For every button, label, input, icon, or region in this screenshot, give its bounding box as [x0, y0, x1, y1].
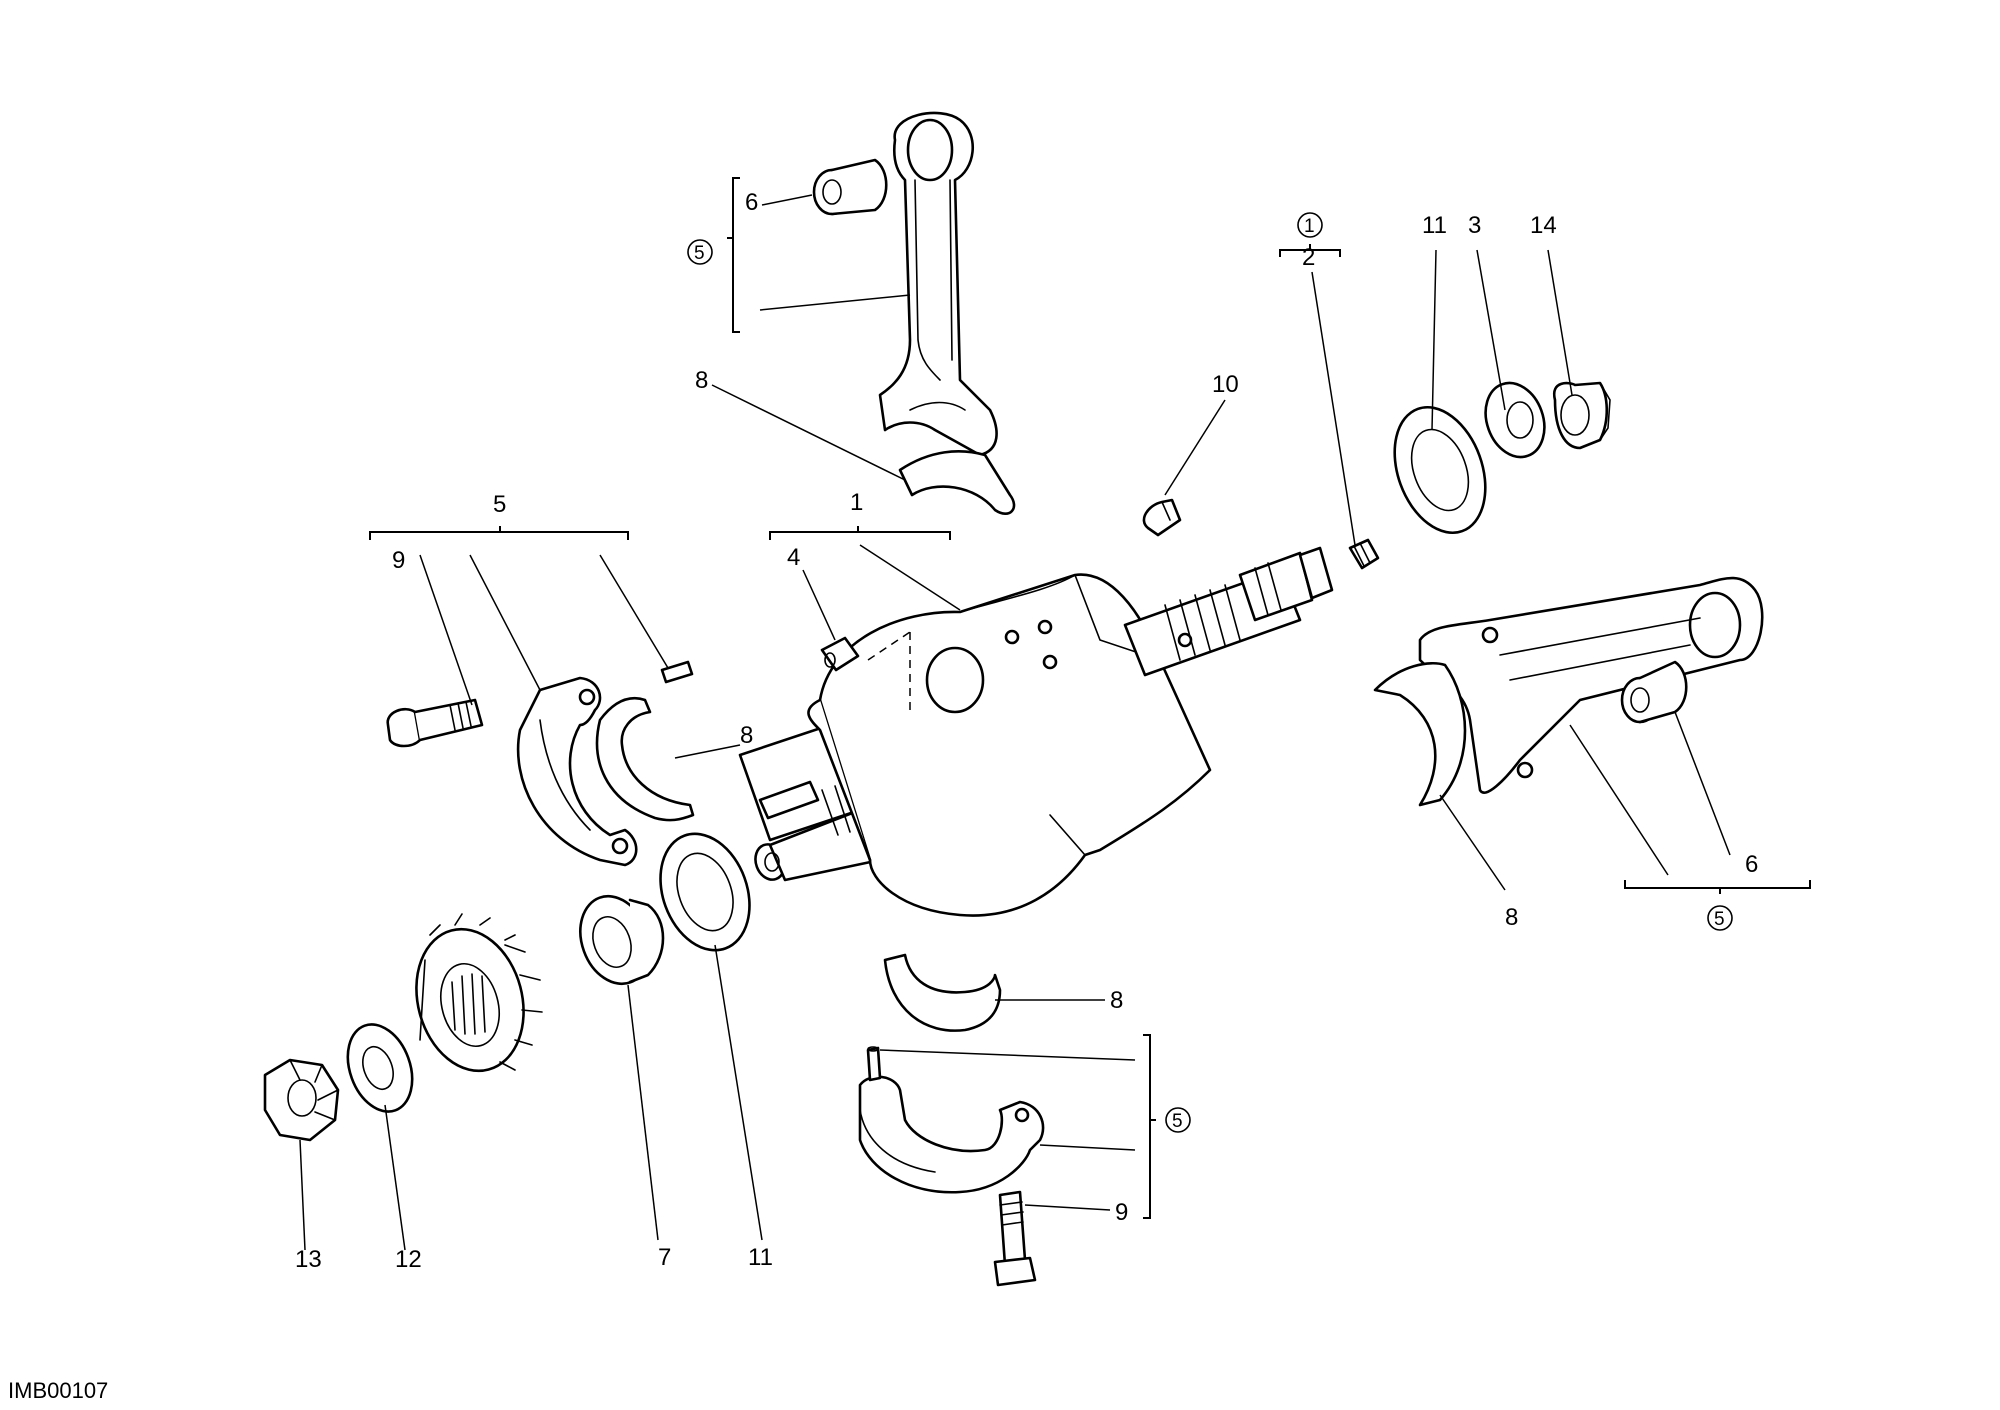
callout-11-bottom: 11 [748, 1244, 773, 1271]
crankshaft [738, 546, 1334, 917]
callout-2: 2 [1302, 244, 1315, 271]
thrust-washer-11-lower [659, 832, 751, 952]
kit-symbol-5-bottom: 5 [1165, 1107, 1191, 1133]
connecting-rod-right [1418, 576, 1764, 794]
kit-symbols: 1 5 5 5 [687, 212, 1733, 1133]
callout-labels: 1 4 2 11 3 14 10 8 6 5 9 8 13 12 7 11 8 … [295, 189, 1758, 1273]
callout-8-left: 8 [740, 722, 753, 749]
small-end-bushing-top [812, 158, 888, 216]
callout-3: 3 [1468, 212, 1481, 239]
kit-symbol-5-top: 5 [687, 239, 713, 265]
bearing-shell-8-top [898, 450, 1016, 515]
callout-8-top: 8 [695, 367, 708, 394]
svg-text:5: 5 [1172, 1111, 1183, 1132]
connecting-rod-cap-left [516, 676, 638, 867]
drawing-code: IMB00107 [8, 1378, 108, 1403]
connecting-rod-cap-bottom [858, 1075, 1045, 1194]
bearing-shell-8-bottom [883, 953, 1002, 1032]
callout-8-bottom: 8 [1110, 987, 1123, 1014]
callout-6-top: 6 [745, 189, 758, 216]
callout-10: 10 [1212, 371, 1239, 398]
group-braces [369, 177, 1811, 1219]
callout-8-right: 8 [1505, 904, 1518, 931]
svg-text:5: 5 [1714, 909, 1725, 930]
callout-1: 1 [850, 489, 863, 516]
callout-6-right: 6 [1745, 851, 1758, 878]
dowel-pin-bottom [866, 1046, 882, 1082]
plug-screw-4 [820, 636, 860, 672]
nut-14 [1552, 381, 1611, 450]
woodruff-key [1142, 498, 1182, 537]
bearing-shell-8-right [1373, 661, 1467, 807]
timing-gear [415, 913, 543, 1073]
kit-symbol-1: 1 [1297, 212, 1323, 238]
callout-12: 12 [395, 1246, 422, 1273]
callout-5-left: 5 [493, 491, 506, 518]
leader-lines [299, 194, 1731, 1251]
thrust-washer-11-upper [1393, 405, 1487, 535]
callout-11-top: 11 [1422, 212, 1447, 239]
spacer-washer-3 [1484, 381, 1546, 459]
lock-washer-12 [346, 1023, 414, 1113]
callout-4: 4 [787, 544, 800, 571]
bearing-shell-8-left [595, 696, 695, 822]
callout-9-left: 9 [392, 547, 405, 574]
plug-screw-2 [1348, 538, 1380, 570]
kit-symbol-5-right: 5 [1707, 905, 1733, 931]
callout-9-bottom: 9 [1115, 1199, 1128, 1226]
callout-13: 13 [295, 1246, 322, 1273]
nut-13 [263, 1058, 340, 1142]
bolt-9-bottom [993, 1190, 1037, 1287]
connecting-rod-top [878, 111, 998, 457]
bolt-9-left [386, 698, 484, 748]
small-end-bushing-right [1620, 660, 1688, 724]
callout-7: 7 [658, 1244, 671, 1271]
oil-seal-7 [579, 894, 665, 986]
dowel-pin-left [660, 660, 694, 684]
svg-text:5: 5 [694, 243, 705, 264]
callout-14: 14 [1530, 212, 1557, 239]
svg-text:1: 1 [1304, 216, 1315, 237]
